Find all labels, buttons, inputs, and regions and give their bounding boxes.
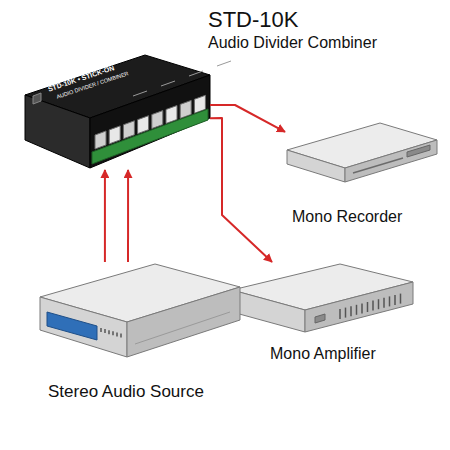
device-label: Mono Recorder (292, 208, 402, 226)
terminal-screw (138, 116, 149, 134)
recorder-device: Mono Recorder (285, 120, 440, 205)
amplifier-device-outline (230, 262, 415, 342)
recorder-side (345, 140, 437, 182)
amplifier-front (232, 290, 305, 332)
source-display (47, 312, 97, 340)
terminal-screw (95, 131, 106, 149)
amplifier-vent (378, 299, 380, 309)
amplifier-vent (383, 298, 385, 308)
amplifier-knob (315, 314, 325, 323)
device-front-face (90, 75, 210, 168)
terminal-screw (123, 121, 134, 139)
source-trim (135, 312, 230, 344)
amplifier-vent (350, 306, 352, 316)
device-label: Audio Divider Combiner (208, 34, 377, 52)
signal-wire (104, 170, 106, 262)
amplifier-vent (356, 305, 358, 315)
source-side (127, 287, 240, 357)
recorder-tray (353, 158, 403, 173)
recorder-panel (407, 145, 430, 157)
device-label: Stereo Audio Source (48, 383, 204, 402)
terminal-screw (109, 126, 120, 144)
source-button (104, 329, 106, 333)
amplifier-vent (339, 309, 341, 319)
signal-wire (210, 105, 285, 132)
source-button (100, 328, 102, 332)
amplifier-device: Mono Amplifier (230, 262, 415, 342)
amplifier-side (305, 282, 413, 332)
amplifier-vent (367, 302, 369, 312)
divider-mark (161, 81, 175, 86)
source-front (40, 297, 127, 357)
device-logo (33, 93, 41, 104)
signal-wire (127, 170, 129, 262)
amplifier-vent (389, 296, 391, 306)
source-button (120, 334, 122, 338)
amplifier-vent (372, 301, 374, 311)
terminal-strip (92, 109, 208, 164)
divider-mark (217, 61, 231, 66)
recorder-front (287, 150, 345, 182)
amplifier-vent (394, 295, 396, 305)
amplifier-vent (400, 294, 402, 304)
source-device-outline (35, 262, 245, 362)
amplifier-vent (345, 308, 347, 318)
source-button (116, 332, 118, 336)
source-device: Stereo Audio Source (35, 262, 245, 362)
source-button (112, 331, 114, 335)
signal-wire (210, 118, 272, 262)
divider-mark (133, 91, 147, 96)
device-left-face (25, 95, 90, 168)
amplifier-vent (361, 303, 363, 313)
product-title: STD-10K (208, 8, 298, 32)
recorder-device-outline (285, 120, 440, 205)
source-button (108, 330, 110, 334)
device-label: Mono Amplifier (270, 345, 376, 363)
divider-mark (189, 71, 203, 76)
